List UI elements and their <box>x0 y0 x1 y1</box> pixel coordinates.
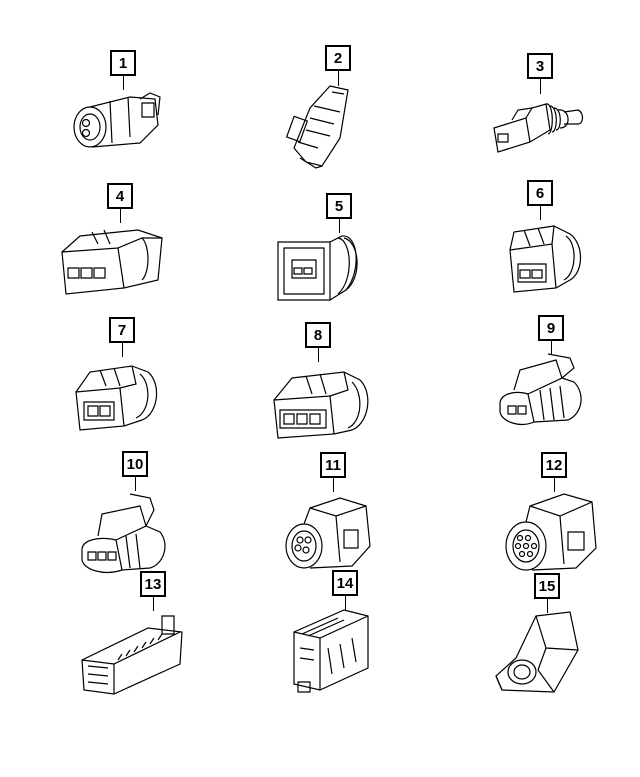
leader-line <box>345 596 346 610</box>
callout-5: 5 <box>326 193 352 219</box>
multi-pin-block-connector-icon <box>288 604 376 694</box>
2-way-latched-connector-icon <box>70 352 170 432</box>
leader-line <box>122 343 123 357</box>
callout-13: 13 <box>140 571 166 597</box>
leader-line <box>547 599 548 613</box>
callout-7: 7 <box>109 317 135 343</box>
leader-line <box>318 348 319 362</box>
leader-line <box>153 597 154 611</box>
leader-line <box>135 477 136 491</box>
inline-slim-connector-icon <box>270 78 370 173</box>
leader-line <box>123 76 124 90</box>
leader-line <box>338 71 339 86</box>
leader-line <box>540 206 541 220</box>
round-multi-pin-connector-icon <box>280 490 380 580</box>
multi-pin-ecu-connector-icon <box>78 610 188 695</box>
leader-line <box>339 219 340 233</box>
2-way-compact-connector-icon <box>504 214 599 294</box>
callout-4: 4 <box>107 183 133 209</box>
3-way-angled-connector-icon <box>76 488 176 580</box>
round-multi-pin-connector-large-icon <box>500 488 605 580</box>
callout-8: 8 <box>305 322 331 348</box>
callout-2: 2 <box>325 45 351 71</box>
callout-9: 9 <box>538 315 564 341</box>
2-way-angled-connector-icon <box>494 350 594 432</box>
leader-line <box>551 341 552 355</box>
leader-line <box>540 79 541 94</box>
round-2-pin-connector-icon <box>70 85 170 155</box>
callout-11: 11 <box>320 452 346 478</box>
sealed-1-way-connector-icon <box>488 90 588 160</box>
callout-6: 6 <box>527 180 553 206</box>
3-way-flat-connector-icon <box>58 218 170 300</box>
callout-12: 12 <box>541 452 567 478</box>
leader-line <box>554 478 555 492</box>
leader-line <box>120 209 121 223</box>
leader-line <box>333 478 334 492</box>
callout-1: 1 <box>110 50 136 76</box>
callout-14: 14 <box>332 570 358 596</box>
callout-3: 3 <box>527 53 553 79</box>
hooded-round-connector-icon <box>492 610 588 695</box>
2-way-square-flange-connector-icon <box>272 230 372 305</box>
3-way-latched-connector-icon <box>270 360 378 442</box>
callout-15: 15 <box>534 573 560 599</box>
callout-10: 10 <box>122 451 148 477</box>
